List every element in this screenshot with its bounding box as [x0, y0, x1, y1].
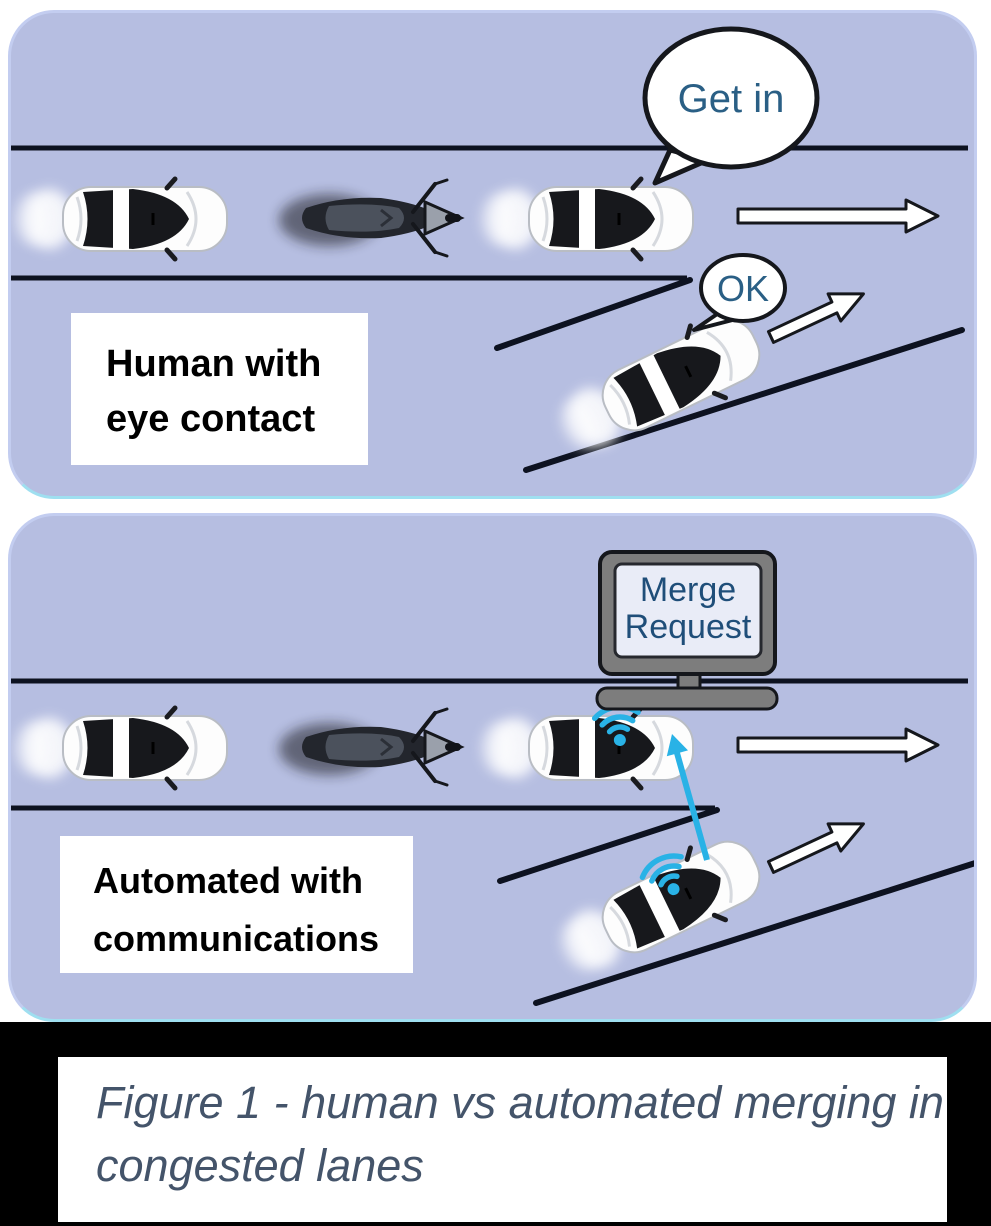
monitor-text: Request	[625, 608, 752, 646]
ramp-line	[494, 277, 693, 351]
merging-car-icon	[547, 303, 773, 468]
communication-arrow-icon	[666, 734, 710, 861]
label-line: Automated with	[93, 860, 363, 901]
car-icon	[15, 708, 227, 788]
bubble-text: Get in	[678, 77, 785, 121]
connected-car-icon	[481, 708, 693, 788]
caption-area: Figure 1 - human vs automated merging in…	[0, 1022, 991, 1226]
lane-flow-arrow-icon	[736, 727, 940, 763]
bubble-text: OK	[717, 268, 769, 309]
label-line: Human with	[106, 343, 322, 385]
ramp-line	[533, 860, 974, 1006]
ramp-line	[497, 807, 720, 884]
figure-caption: Figure 1 - human vs automated merging in…	[58, 1057, 947, 1222]
motorcycle-icon	[279, 180, 461, 256]
label-human-with-eye-contact: Human with eye contact	[71, 313, 368, 465]
monitor-text: Merge	[640, 571, 736, 609]
caption-line: congested lanes	[96, 1140, 424, 1191]
ramp-line	[523, 327, 965, 473]
motorcycle-icon	[279, 709, 461, 785]
merge-flow-arrow-icon	[763, 808, 872, 883]
car-icon	[481, 179, 693, 259]
caption-line: Figure 1 - human vs automated merging in	[96, 1077, 944, 1128]
monitor-icon: Merge Request	[595, 550, 779, 711]
label-line: eye contact	[106, 398, 316, 440]
speech-bubble-get-in: Get in	[642, 26, 820, 186]
label-line: communications	[93, 918, 380, 959]
speech-bubble-ok: OK	[692, 253, 787, 332]
panel-human: Get in OK Human with eye contact	[8, 10, 977, 499]
lane-flow-arrow-icon	[736, 198, 940, 234]
label-automated-with-communications: Automated with communications	[60, 836, 413, 973]
car-icon	[15, 179, 227, 259]
panel-automated: Merge Request Automated with communicati…	[8, 513, 977, 1022]
